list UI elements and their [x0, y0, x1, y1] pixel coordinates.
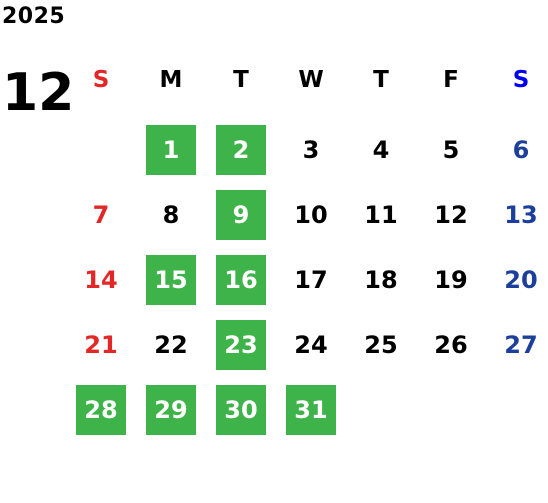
weekday-header-fri: F [443, 67, 459, 93]
day-cell-7[interactable]: 7 [92, 201, 110, 229]
weekday-header-sun: S [92, 67, 110, 93]
day-cell-26[interactable]: 26 [434, 331, 468, 359]
weekday-header-thu: T [373, 67, 389, 93]
weekday-header-sat: S [512, 67, 530, 93]
month-label: 12 [2, 63, 75, 123]
day-cell-9[interactable]: 9 [216, 190, 266, 240]
day-cell-6[interactable]: 6 [512, 136, 530, 164]
day-cell-2[interactable]: 2 [216, 125, 266, 175]
weekday-header-wed: W [298, 67, 324, 93]
day-cell-21[interactable]: 21 [84, 331, 118, 359]
day-cell-17[interactable]: 17 [294, 266, 328, 294]
day-cell-19[interactable]: 19 [434, 266, 468, 294]
day-cell-29[interactable]: 29 [146, 385, 196, 435]
weekday-header-tue: T [233, 67, 249, 93]
day-cell-20[interactable]: 20 [504, 266, 538, 294]
day-cell-30[interactable]: 30 [216, 385, 266, 435]
day-cell-31[interactable]: 31 [286, 385, 336, 435]
day-cell-10[interactable]: 10 [294, 201, 328, 229]
day-cell-18[interactable]: 18 [364, 266, 398, 294]
year-label: 2025 [2, 4, 66, 29]
day-cell-24[interactable]: 24 [294, 331, 328, 359]
day-cell-25[interactable]: 25 [364, 331, 398, 359]
day-cell-1[interactable]: 1 [146, 125, 196, 175]
day-cell-12[interactable]: 12 [434, 201, 468, 229]
day-cell-3[interactable]: 3 [302, 136, 320, 164]
day-cell-23[interactable]: 23 [216, 320, 266, 370]
day-cell-14[interactable]: 14 [84, 266, 118, 294]
day-cell-11[interactable]: 11 [364, 201, 398, 229]
day-cell-8[interactable]: 8 [162, 201, 180, 229]
day-cell-5[interactable]: 5 [442, 136, 460, 164]
day-cell-13[interactable]: 13 [504, 201, 538, 229]
day-cell-15[interactable]: 15 [146, 255, 196, 305]
day-cell-28[interactable]: 28 [76, 385, 126, 435]
day-cell-16[interactable]: 16 [216, 255, 266, 305]
day-cell-4[interactable]: 4 [372, 136, 390, 164]
day-cell-22[interactable]: 22 [154, 331, 188, 359]
day-cell-27[interactable]: 27 [504, 331, 538, 359]
weekday-header-mon: M [159, 67, 183, 93]
